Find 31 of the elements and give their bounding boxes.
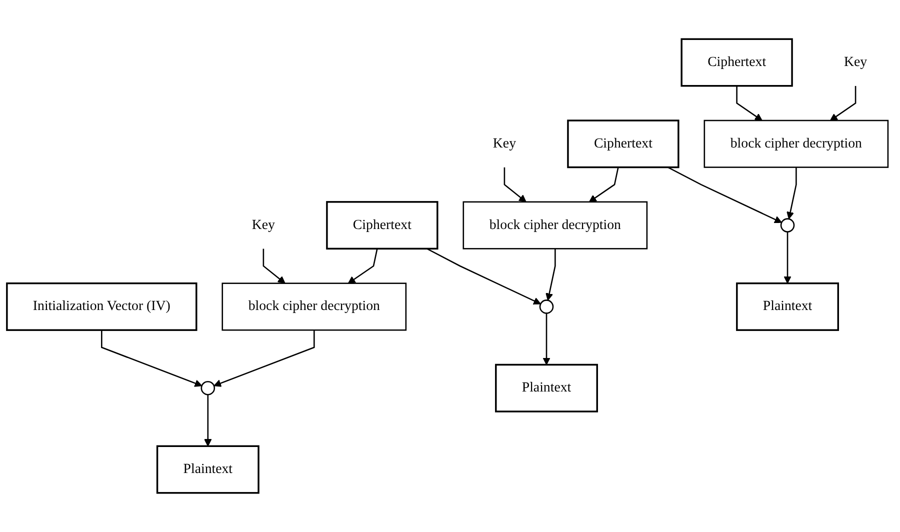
arrow	[214, 330, 315, 387]
arrow	[262, 248, 286, 284]
node-box: block cipher decryption	[462, 201, 648, 250]
arrow	[546, 248, 556, 301]
node-box: Plaintext	[736, 282, 839, 331]
arrow	[786, 167, 797, 220]
node-text: Key	[844, 54, 868, 70]
node-circle	[539, 300, 554, 314]
arrow	[830, 86, 856, 121]
arrow	[736, 86, 762, 121]
node-box: Ciphertext	[326, 201, 438, 250]
arrow	[784, 232, 792, 284]
arrow	[588, 167, 619, 202]
arrow	[101, 330, 202, 387]
node-circle	[780, 218, 795, 232]
arrow	[504, 167, 526, 202]
node-box: Initialization Vector (IV)	[6, 282, 198, 331]
arrow	[542, 313, 550, 366]
arrow	[348, 248, 378, 284]
arrow	[668, 166, 782, 224]
node-box: Ciphertext	[680, 38, 793, 87]
node-box: block cipher decryption	[222, 282, 407, 331]
arrow	[426, 248, 541, 304]
node-box: Ciphertext	[567, 120, 680, 168]
node-text: Key	[492, 136, 516, 151]
node-box: block cipher decryption	[704, 120, 889, 168]
node-circle	[200, 380, 216, 396]
arrow	[204, 394, 212, 446]
node-text: Key	[252, 218, 275, 232]
node-box: Plaintext	[495, 364, 598, 412]
node-box: Plaintext	[156, 445, 260, 494]
